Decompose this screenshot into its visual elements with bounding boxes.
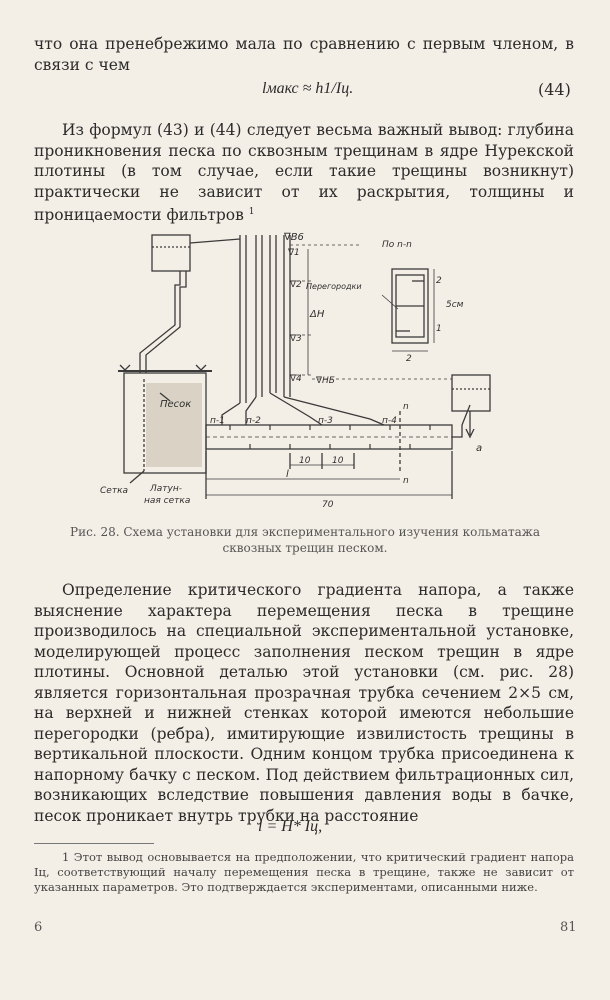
section-view (391, 268, 429, 344)
label-mesh: Сетка (100, 486, 128, 496)
label-delta-h: ΔH (309, 309, 325, 320)
label-vb: ∇В6 (283, 232, 304, 243)
paragraph-method: Определение критического градиента напор… (34, 581, 574, 825)
formula-l: l = H* Iц, (258, 818, 323, 835)
supply-pipe (139, 271, 181, 373)
paragraph-conclusion: Из формул (43) и (44) следует весьма важ… (34, 120, 574, 226)
folio-left: 6 (34, 920, 43, 935)
label-p4: п-4 (382, 416, 397, 426)
label-sec-2b: 2 (406, 354, 412, 364)
outlet-tank (451, 374, 491, 412)
label-sand: Песок (160, 399, 191, 410)
label-p1: п-1 (210, 416, 225, 426)
label-dim-10b: 10 (332, 456, 344, 466)
label-v4: ∇4 (289, 374, 302, 384)
footnote-marker: 1 (248, 207, 255, 217)
paragraph-conclusion-text: Из формул (43) и (44) следует весьма важ… (34, 121, 574, 225)
label-partitions: Перегородки (306, 282, 362, 291)
label-dim-l: l (286, 469, 289, 480)
label-v1: ∇1 (287, 248, 300, 258)
label-n-top: n (403, 402, 409, 412)
label-a: a (476, 443, 482, 454)
label-v3: ∇3 (289, 334, 302, 344)
label-p2: п-2 (246, 416, 261, 426)
equation-44-number: (44) (538, 80, 571, 99)
figure-caption: Рис. 28. Схема установки для эксперимент… (70, 525, 540, 555)
label-section-title: По n-n (382, 240, 412, 250)
label-sec-2: 2 (436, 276, 442, 286)
sand-tank (123, 372, 207, 474)
footnote-rule (34, 843, 154, 844)
footnote-text: 1 Этот вывод основывается на предположен… (34, 850, 574, 894)
label-sec-1: 1 (436, 324, 442, 334)
label-brass-mesh-2: ная сетка (144, 496, 190, 506)
label-sec-5cm: 5см (446, 300, 464, 310)
page-number: 81 (560, 920, 577, 935)
label-dim-70: 70 (322, 500, 334, 510)
label-brass-mesh-1: Латун- (149, 484, 182, 494)
label-v2: ∇2 (289, 280, 302, 290)
figure-28-diagram: ∇В6 ∇1 ∇2 ∇3 ∇4 ∇НБ ΔH Песок Сетка Латун… (100, 232, 491, 510)
tube-ribs (229, 425, 431, 449)
label-nb: ∇НБ (315, 376, 335, 386)
supply-tank (151, 234, 191, 272)
label-p3: п-3 (318, 416, 333, 426)
paragraph-intro: что она пренебрежимо мала по сравнению с… (34, 35, 574, 74)
label-n-bottom: n (403, 476, 409, 486)
label-dim-10a: 10 (299, 456, 311, 466)
equation-44: lмакс ≈ h1/Iц. (262, 80, 354, 97)
